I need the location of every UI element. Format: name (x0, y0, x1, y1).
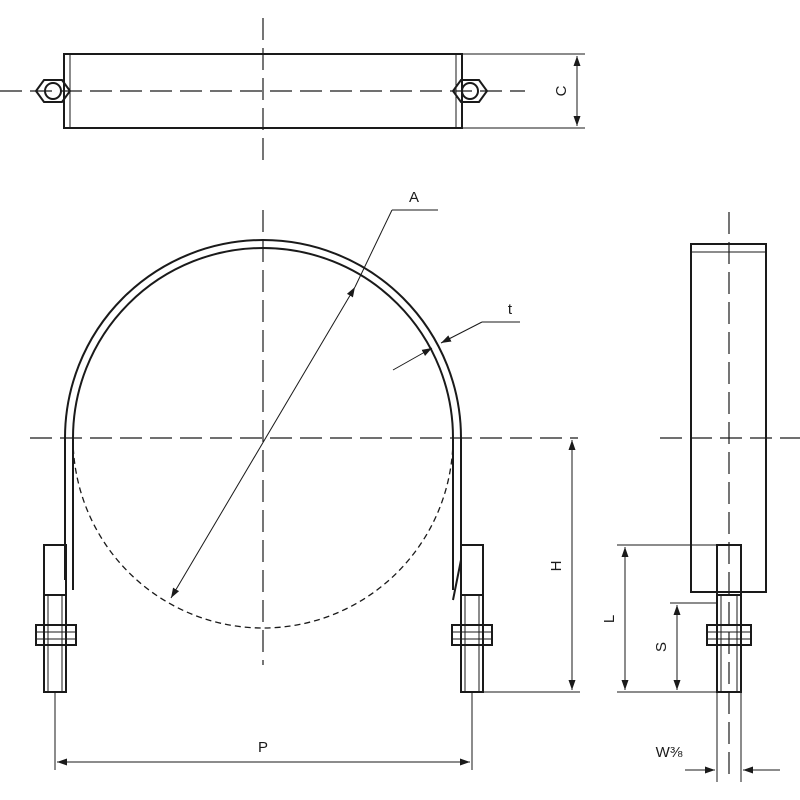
dimension-a-line (170, 286, 356, 599)
right-bolt (451, 544, 493, 693)
top-view-right-hex-nut (451, 79, 489, 103)
side-view-bolt (716, 594, 742, 693)
dimension-t-line (440, 321, 483, 344)
left-hex-nut (35, 624, 77, 646)
dimension-p-label: P (258, 739, 268, 756)
front-view: A t H P (30, 189, 580, 770)
top-view: C (0, 18, 585, 162)
right-hex-nut (451, 624, 493, 646)
dimension-w-label: W⅜ (656, 744, 683, 761)
dimension-c-label: C (553, 85, 570, 96)
dimension-l-label: L (601, 615, 618, 623)
dimension-a-label: A (409, 189, 419, 206)
dimension-h-label: H (548, 561, 565, 572)
pipe-hidden-outline (72, 437, 454, 629)
top-view-left-hex-nut (34, 79, 72, 103)
u-strap (64, 239, 462, 601)
side-view: L S W⅜ (601, 212, 800, 782)
dimension-s-label: S (653, 642, 670, 652)
left-bolt (35, 544, 77, 693)
side-view-hex-nut (706, 624, 752, 646)
dimension-t-label: t (508, 301, 513, 318)
side-view-strap (690, 243, 767, 593)
